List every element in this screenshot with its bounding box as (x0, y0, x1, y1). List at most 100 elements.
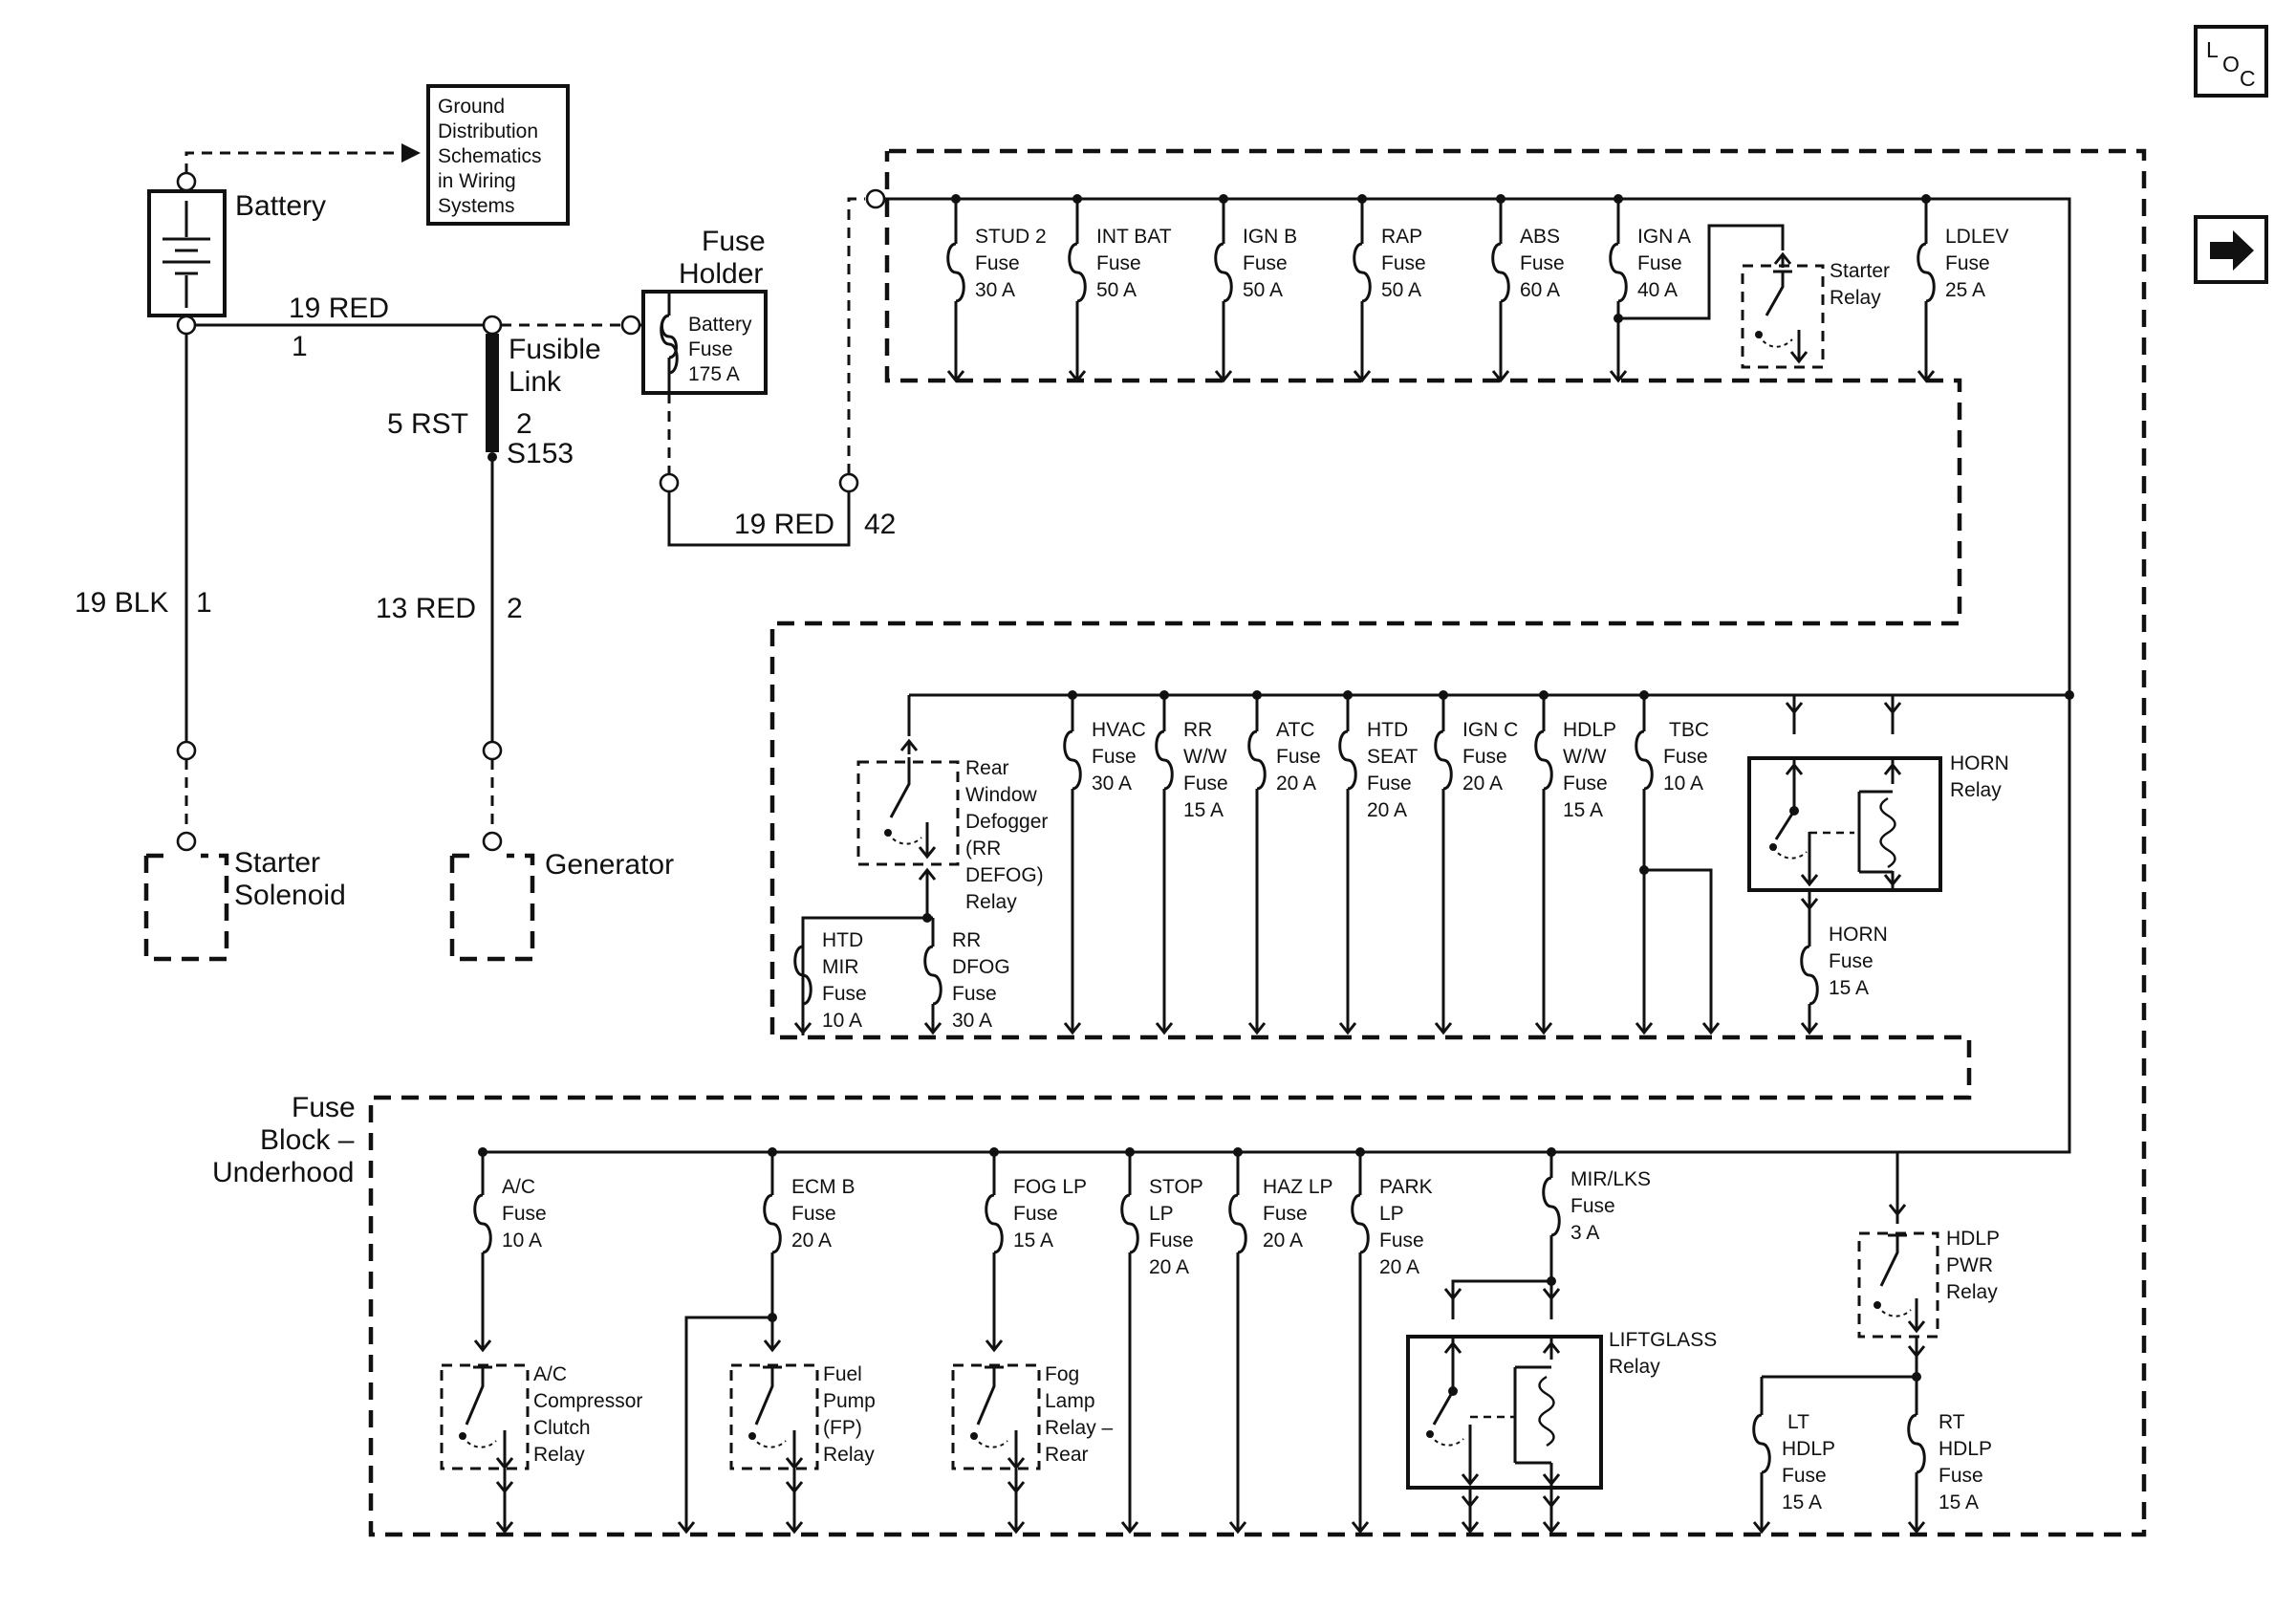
svg-text:40 A: 40 A (1637, 279, 1678, 301)
svg-text:Fuse: Fuse (1829, 950, 1874, 972)
svg-text:Relay –: Relay – (1045, 1417, 1114, 1439)
svg-text:10 A: 10 A (822, 1010, 862, 1032)
svg-text:Fuse: Fuse (1263, 1203, 1308, 1225)
svg-text:Relay: Relay (1609, 1356, 1660, 1378)
svg-text:20 A: 20 A (1149, 1256, 1189, 1278)
loc-c: C (2240, 66, 2256, 91)
svg-text:42: 42 (864, 509, 896, 540)
svg-text:Defogger: Defogger (965, 811, 1048, 833)
svg-text:Link: Link (509, 366, 562, 398)
svg-text:Relay: Relay (1830, 287, 1881, 309)
svg-text:15 A: 15 A (1563, 799, 1603, 821)
svg-text:Starter: Starter (1830, 260, 1890, 282)
svg-text:Solenoid: Solenoid (234, 880, 346, 911)
svg-text:A/C: A/C (533, 1363, 567, 1385)
svg-text:20 A: 20 A (1276, 773, 1316, 795)
wire-19red-holder: 19 RED (734, 509, 834, 540)
starter-relay: Starter Relay (1618, 224, 1890, 369)
svg-text:15 A: 15 A (1939, 1491, 1979, 1513)
svg-text:HDLP: HDLP (1563, 719, 1616, 741)
svg-text:Fuse: Fuse (1379, 1230, 1424, 1252)
svg-text:HDLP: HDLP (1946, 1228, 2000, 1250)
svg-text:20 A: 20 A (1367, 799, 1407, 821)
fusible-link-label: Fusible (509, 334, 601, 365)
svg-text:Rear: Rear (1045, 1444, 1089, 1466)
svg-text:HORN: HORN (1829, 924, 1888, 946)
svg-text:30 A: 30 A (952, 1010, 992, 1032)
svg-text:PWR: PWR (1946, 1254, 1993, 1276)
svg-text:Relay: Relay (1950, 779, 2002, 801)
svg-text:Fuse: Fuse (952, 983, 997, 1005)
svg-text:Fuse: Fuse (1013, 1203, 1058, 1225)
svg-text:30 A: 30 A (1092, 773, 1132, 795)
wire-19blk: 19 BLK (75, 587, 168, 619)
svg-text:15 A: 15 A (1013, 1230, 1053, 1252)
loc-o: O (2222, 52, 2240, 76)
fuse-ign-a: IGN A Fuse 40 A (1609, 194, 1691, 382)
svg-text:HAZ LP: HAZ LP (1263, 1176, 1333, 1198)
main-bus (884, 197, 2071, 1154)
liftglass-relay: LIFTGLASS Relay (1406, 1279, 1717, 1534)
svg-text:Fuse: Fuse (1183, 773, 1228, 795)
svg-text:Fuse: Fuse (791, 1203, 836, 1225)
svg-text:Block –: Block – (260, 1124, 355, 1156)
svg-text:HDLP: HDLP (1782, 1438, 1835, 1460)
svg-text:50 A: 50 A (1243, 279, 1283, 301)
svg-text:Distribution: Distribution (438, 120, 538, 142)
svg-text:20 A: 20 A (1379, 1256, 1419, 1278)
svg-text:15 A: 15 A (1183, 799, 1224, 821)
svg-text:HDLP: HDLP (1939, 1438, 1992, 1460)
svg-text:Fog: Fog (1045, 1363, 1079, 1385)
svg-text:20 A: 20 A (791, 1230, 832, 1252)
generator-label: Generator (545, 849, 674, 881)
svg-text:HTD: HTD (822, 929, 863, 951)
loc-l: L (2206, 37, 2219, 62)
svg-text:HVAC: HVAC (1092, 719, 1146, 741)
svg-text:175 A: 175 A (688, 363, 740, 385)
svg-text:Underhood: Underhood (212, 1157, 354, 1188)
fuse-haz-lp: HAZ LP Fuse 20 A (1228, 1147, 1333, 1530)
svg-text:Fuse: Fuse (822, 983, 867, 1005)
svg-text:Clutch: Clutch (533, 1417, 591, 1439)
svg-text:Fuse: Fuse (688, 338, 733, 360)
svg-text:Fuse: Fuse (502, 1203, 547, 1225)
svg-text:Fuse: Fuse (1520, 252, 1565, 274)
svg-text:20 A: 20 A (1263, 1230, 1303, 1252)
svg-text:15 A: 15 A (1782, 1491, 1822, 1513)
svg-text:Lamp: Lamp (1045, 1390, 1095, 1412)
wire-13red: 13 RED (376, 593, 476, 624)
next-page-button[interactable] (2194, 215, 2268, 284)
svg-text:20 A: 20 A (1462, 773, 1503, 795)
svg-text:STUD 2: STUD 2 (975, 226, 1047, 248)
wire-19red-battery: 19 RED (289, 293, 389, 324)
svg-text:IGN A: IGN A (1637, 226, 1691, 248)
horn-relay: HORN Relay (1747, 695, 2009, 918)
svg-text:Rear: Rear (965, 757, 1009, 779)
svg-text:RT: RT (1939, 1411, 1965, 1433)
loc-button[interactable]: L O C (2194, 25, 2268, 98)
starter-solenoid-box (143, 853, 229, 962)
svg-text:Fuse: Fuse (1149, 1230, 1194, 1252)
svg-text:Fuse: Fuse (975, 252, 1020, 274)
svg-text:INT BAT: INT BAT (1096, 226, 1172, 248)
svg-text:LDLEV: LDLEV (1945, 226, 2009, 248)
svg-text:Fuse: Fuse (1663, 746, 1708, 768)
svg-text:Ground: Ground (438, 96, 505, 118)
svg-text:Fuse: Fuse (1637, 252, 1682, 274)
pin-battery: 1 (292, 331, 308, 362)
